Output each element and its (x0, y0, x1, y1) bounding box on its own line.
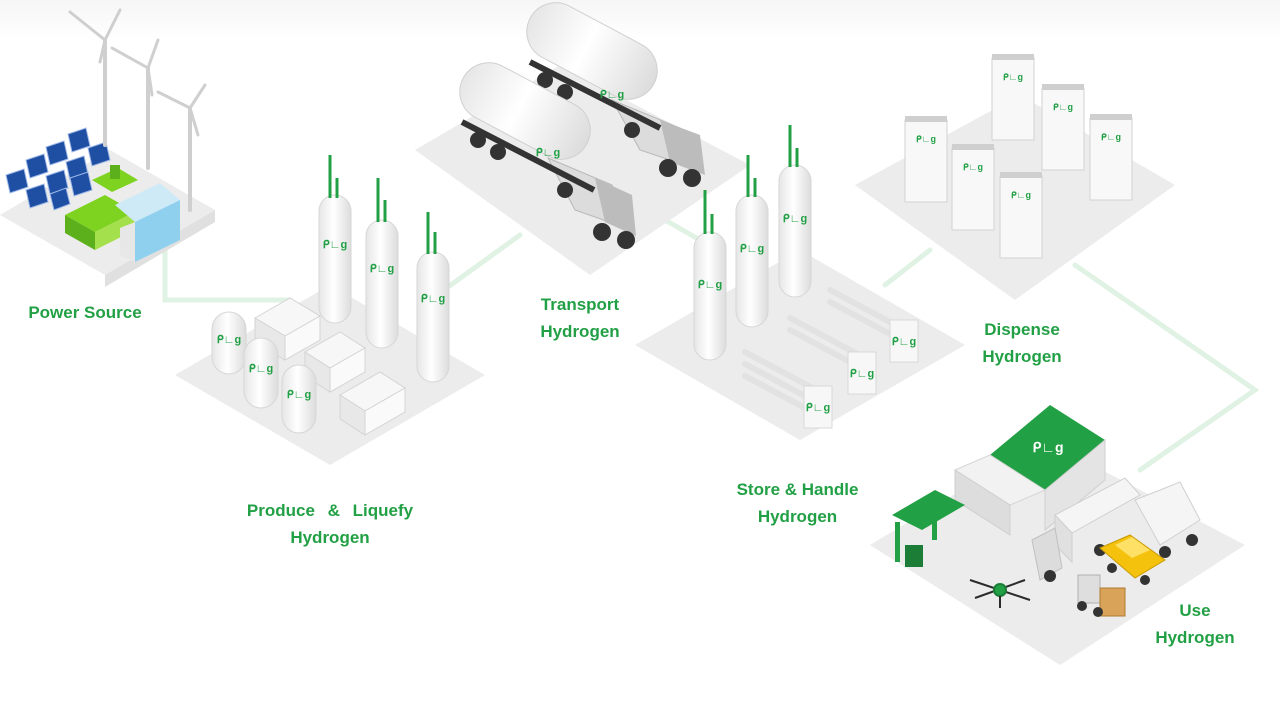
svg-text:ᑭ∟g: ᑭ∟g (323, 239, 347, 251)
stage-label-line: Produce & Liquefy (246, 501, 414, 520)
produce-plug-logos: ᑭ∟g ᑭ∟g ᑭ∟g ᑭ∟g ᑭ∟g ᑭ∟g (217, 239, 445, 401)
svg-text:ᑭ∟g: ᑭ∟g (1053, 102, 1073, 112)
electrolyzer-containers (254, 297, 406, 436)
tanker-truck-front (459, 62, 636, 249)
connector-store-dispense (882, 247, 933, 288)
charging-canopy (892, 490, 965, 567)
power-plant-building (65, 165, 138, 250)
dispense-block: ᑭ∟g ᑭ∟g ᑭ∟g ᑭ∟g ᑭ∟g ᑭ∟g (855, 54, 1175, 300)
stage-label-store-handle: Store & Handle Hydrogen (725, 476, 870, 530)
connector-dispense-use (1072, 262, 1260, 473)
svg-text:ᑭ∟g: ᑭ∟g (698, 279, 722, 291)
transport-block: ᑭ∟g ᑭ∟g (415, 2, 750, 275)
stage-label-line: Hydrogen (540, 322, 620, 341)
stage-label-line: Use (1179, 601, 1211, 620)
svg-text:ᑭ∟g: ᑭ∟g (536, 147, 560, 159)
svg-text:ᑭ∟g: ᑭ∟g (806, 402, 830, 414)
connector-power-produce (162, 247, 293, 303)
svg-text:ᑭ∟g: ᑭ∟g (421, 293, 445, 305)
stage-label-line: Transport (540, 295, 620, 314)
stage-label-line: Hydrogen (982, 347, 1062, 366)
forklift (1077, 574, 1126, 617)
stage-label-line: Power Source (28, 303, 142, 322)
store-tall-tanks (693, 164, 812, 361)
hydrogen-dispensers (904, 57, 1133, 259)
wind-turbines (68, 8, 207, 212)
svg-text:ᑭ∟g: ᑭ∟g (850, 368, 874, 380)
produce-liquefy-block: ᑭ∟g ᑭ∟g ᑭ∟g ᑭ∟g ᑭ∟g ᑭ∟g (175, 155, 485, 465)
stage-label-dispense: Dispense Hydrogen (962, 316, 1082, 370)
storage-rack-panels (803, 319, 919, 429)
transport-plug-logos: ᑭ∟g ᑭ∟g (536, 89, 624, 159)
stage-label-line: Hydrogen (1155, 628, 1235, 647)
stage-label-transport: Transport Hydrogen (520, 291, 640, 345)
svg-text:ᑭ∟g: ᑭ∟g (963, 162, 983, 172)
store-vent-stacks (703, 125, 799, 234)
delivery-trucks (1031, 477, 1201, 582)
stage-label-power-source: Power Source (20, 299, 150, 326)
solar-panels (5, 127, 111, 211)
wind-turbine-3 (156, 83, 207, 212)
tanker-truck-back (526, 2, 705, 187)
svg-text:ᑭ∟g: ᑭ∟g (217, 334, 241, 346)
svg-text:ᑭ∟g: ᑭ∟g (1101, 132, 1121, 142)
store-handle-block: ᑭ∟g ᑭ∟g ᑭ∟g ᑭ∟g ᑭ∟g ᑭ∟g (635, 125, 965, 440)
stage-label-line: Store & Handle (736, 480, 859, 499)
svg-text:ᑭ∟g: ᑭ∟g (892, 336, 916, 348)
svg-text:ᑭ∟g: ᑭ∟g (1003, 72, 1023, 82)
wind-turbine-1 (68, 8, 122, 147)
wind-turbine-2 (110, 38, 160, 170)
svg-text:ᑭ∟g: ᑭ∟g (600, 89, 624, 101)
dispenser-caps (905, 54, 1132, 178)
stage-label-produce-liquefy: Produce & Liquefy Hydrogen (235, 497, 425, 551)
drone (969, 579, 1031, 608)
svg-text:ᑭ∟g: ᑭ∟g (1032, 439, 1063, 455)
svg-text:ᑭ∟g: ᑭ∟g (249, 363, 273, 375)
svg-text:ᑭ∟g: ᑭ∟g (287, 389, 311, 401)
svg-text:ᑭ∟g: ᑭ∟g (370, 263, 394, 275)
fuel-cell-factory: ᑭ∟g (953, 405, 1106, 536)
stage-label-use: Use Hydrogen (1140, 597, 1250, 651)
produce-tall-tanks (318, 194, 450, 383)
stage-label-line: Hydrogen (290, 528, 370, 547)
use-block: ᑭ∟g (870, 405, 1245, 665)
produce-short-tanks (211, 311, 317, 434)
power-source-block (0, 8, 215, 287)
svg-text:ᑭ∟g: ᑭ∟g (916, 134, 936, 144)
connector-transport-store (662, 217, 703, 243)
store-plug-logos: ᑭ∟g ᑭ∟g ᑭ∟g ᑭ∟g ᑭ∟g ᑭ∟g (698, 213, 916, 414)
svg-text:ᑭ∟g: ᑭ∟g (1011, 190, 1031, 200)
svg-text:ᑭ∟g: ᑭ∟g (783, 213, 807, 225)
taxi-car (1099, 534, 1166, 585)
dispense-plug-logos: ᑭ∟g ᑭ∟g ᑭ∟g ᑭ∟g ᑭ∟g ᑭ∟g (916, 72, 1121, 200)
stage-label-line: Dispense (984, 320, 1060, 339)
svg-text:ᑭ∟g: ᑭ∟g (740, 243, 764, 255)
hydro-dam (115, 183, 180, 262)
produce-vent-stacks (328, 155, 437, 254)
stage-label-line: Hydrogen (757, 507, 838, 526)
